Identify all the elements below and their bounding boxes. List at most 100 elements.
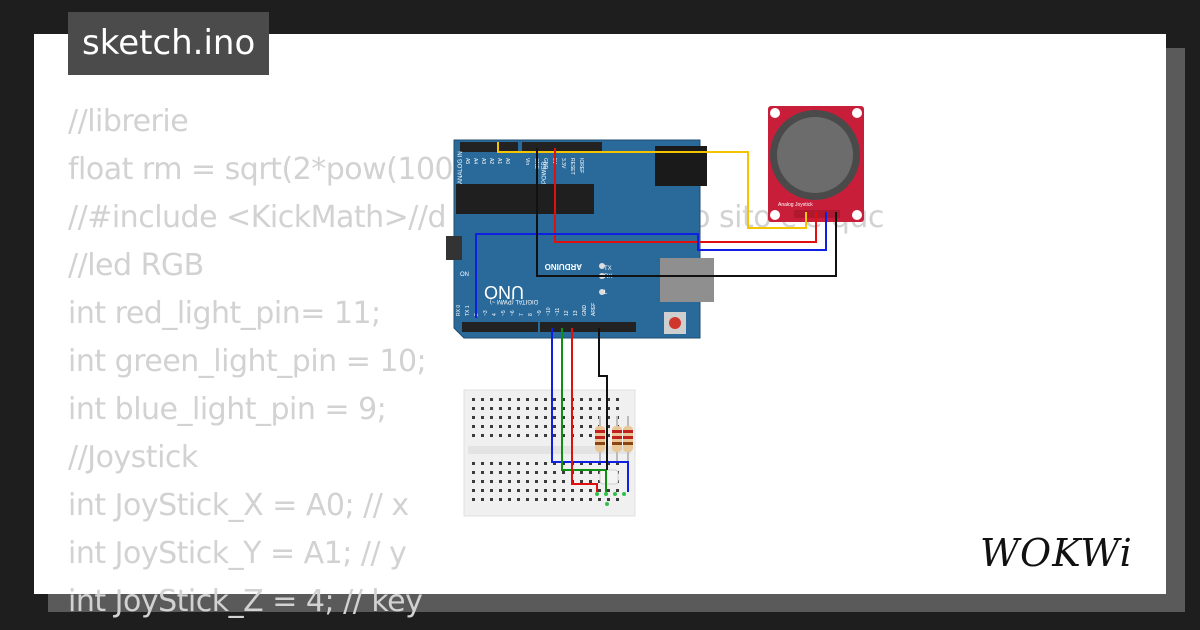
board-pin-label: 8 (528, 313, 534, 316)
board-pin-label: RX 0 (456, 305, 462, 316)
breadboard-hole (508, 498, 511, 501)
breadboard-hole (580, 434, 583, 437)
resistor-2 (612, 416, 622, 462)
breadboard-hole (598, 498, 601, 501)
breadboard-hole (544, 434, 547, 437)
breadboard-hole (562, 416, 565, 419)
breadboard-hole (535, 462, 538, 465)
breadboard-hole (589, 480, 592, 483)
breadboard-hole (562, 480, 565, 483)
breadboard-hole (589, 407, 592, 410)
breadboard-hole (607, 407, 610, 410)
breadboard-hole (607, 416, 610, 419)
board-tx-led-label: TX (604, 266, 612, 272)
breadboard-holes-top (472, 398, 619, 437)
board-pin-label: 3.3V (560, 158, 566, 169)
board-pin-label: GND (542, 158, 548, 170)
breadboard-hole (499, 480, 502, 483)
breadboard-hole (490, 480, 493, 483)
breadboard-hole (481, 498, 484, 501)
breadboard-hole (535, 489, 538, 492)
breadboard-hole (535, 480, 538, 483)
board-pin-label: ~11 (555, 308, 561, 316)
breadboard-hole (499, 489, 502, 492)
rgb-led (595, 469, 626, 506)
breadboard-hole (562, 398, 565, 401)
breadboard-hole (607, 489, 610, 492)
code-line: int red_light_pin= 11; (68, 296, 381, 331)
wokwi-logo[interactable]: WOKWi (978, 528, 1150, 576)
breadboard-hole (580, 398, 583, 401)
board-pin-label: ~6 (510, 310, 516, 316)
breadboard-hole (472, 434, 475, 437)
breadboard-hole (580, 462, 583, 465)
breadboard-hole (508, 407, 511, 410)
board-pin-label: A2 (488, 158, 494, 164)
breadboard-hole (526, 471, 529, 474)
breadboard-hole (589, 398, 592, 401)
breadboard-hole (544, 416, 547, 419)
breadboard-hole (481, 471, 484, 474)
breadboard-hole (616, 407, 619, 410)
breadboard-hole (499, 416, 502, 419)
code-line: int JoyStick_Y = A1; // y (68, 536, 407, 571)
breadboard-hole (598, 489, 601, 492)
analog-joystick-module: Analog Joystick (768, 106, 864, 222)
breadboard-hole (481, 416, 484, 419)
breadboard-hole (553, 480, 556, 483)
breadboard-hole (562, 434, 565, 437)
breadboard-hole (508, 462, 511, 465)
breadboard-hole (607, 425, 610, 428)
code-line: int JoyStick_X = A0; // x (68, 488, 409, 523)
breadboard-hole (562, 471, 565, 474)
breadboard-hole (526, 425, 529, 428)
wire-green-bottom (561, 328, 607, 492)
breadboard-hole (535, 434, 538, 437)
breadboard-hole (499, 434, 502, 437)
board-pin-label: ~9 (537, 310, 543, 316)
breadboard-hole (472, 462, 475, 465)
breadboard-hole (526, 416, 529, 419)
breadboard-hole (553, 489, 556, 492)
breadboard-hole (553, 434, 556, 437)
code-line: //led RGB (68, 248, 204, 283)
breadboard-hole (499, 398, 502, 401)
breadboard-hole (580, 425, 583, 428)
board-brand-text: ARDUINO (545, 262, 582, 271)
breadboard-hole (517, 434, 520, 437)
breadboard-hole (571, 489, 574, 492)
breadboard-hole (607, 462, 610, 465)
breadboard-hole (472, 480, 475, 483)
breadboard-hole (553, 498, 556, 501)
breadboard-hole (526, 407, 529, 410)
breadboard-hole (544, 407, 547, 410)
breadboard-hole (508, 434, 511, 437)
breadboard-hole (490, 425, 493, 428)
breadboard-hole (589, 471, 592, 474)
breadboard-hole (490, 462, 493, 465)
breadboard-hole (562, 407, 565, 410)
board-pin-label: ~3 (483, 310, 489, 316)
breadboard-hole (490, 398, 493, 401)
file-title-tag[interactable]: sketch.ino (68, 12, 270, 75)
breadboard-hole (589, 416, 592, 419)
breadboard-hole (526, 489, 529, 492)
breadboard-hole (580, 471, 583, 474)
breadboard-hole (472, 407, 475, 410)
breadboard-hole (535, 398, 538, 401)
board-pin-label: 13 (573, 310, 579, 316)
breadboard-hole (499, 407, 502, 410)
breadboard-hole (508, 471, 511, 474)
breadboard-hole (589, 434, 592, 437)
wokwi-logo-text: WOKWi (980, 531, 1133, 575)
breadboard-hole (481, 480, 484, 483)
breadboard-hole (472, 416, 475, 419)
breadboard-hole (598, 480, 601, 483)
board-analog-header-text: ANALOG IN (458, 151, 464, 184)
breadboard-hole (562, 498, 565, 501)
code-line: //Joystick (68, 440, 198, 475)
breadboard-hole (499, 462, 502, 465)
